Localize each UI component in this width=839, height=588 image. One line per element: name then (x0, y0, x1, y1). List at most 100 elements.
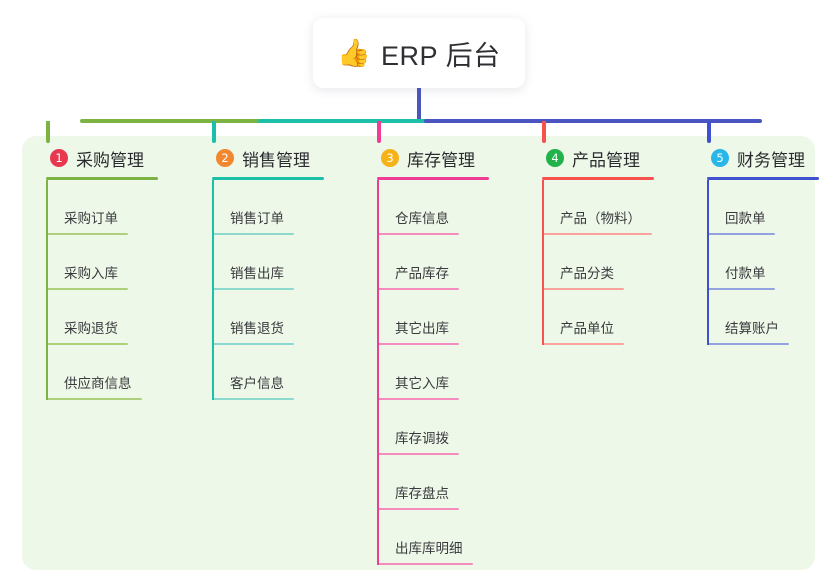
bus-segment-blue (424, 119, 762, 123)
branch-child-rule (212, 288, 294, 290)
branch-child-label: 销售出库 (230, 266, 284, 281)
branch-child-rule (377, 288, 459, 290)
branch-title: 销售管理 (242, 150, 310, 170)
branch-title: 产品管理 (572, 150, 640, 170)
branch-number-badge: 5 (711, 149, 729, 167)
branch-child-item[interactable]: 付款单 (697, 235, 817, 290)
branch-spine (377, 180, 379, 565)
branch-child-label: 产品（物料） (560, 211, 641, 226)
branch-children: 销售订单销售出库销售退货客户信息 (202, 180, 352, 400)
branch-child-rule (542, 288, 624, 290)
branch-header-rule (707, 177, 819, 180)
branch-child-item[interactable]: 产品分类 (532, 235, 682, 290)
branch-child-item[interactable]: 产品单位 (532, 290, 682, 345)
branch-child-label: 其它出库 (395, 321, 449, 336)
drop-connector-1 (46, 121, 50, 143)
branch-child-label: 出库库明细 (395, 541, 463, 556)
diagram-panel (22, 136, 815, 570)
branch-title: 库存管理 (407, 150, 475, 170)
branch-child-item[interactable]: 采购退货 (36, 290, 186, 345)
branch-child-rule (542, 343, 624, 345)
branch-child-rule (46, 343, 128, 345)
branch-child-label: 销售退货 (230, 321, 284, 336)
branch-child-label: 产品库存 (395, 266, 449, 281)
branch-column-1: 1 采购管理采购订单采购入库采购退货供应商信息 (36, 145, 186, 400)
branch-header-rule (46, 177, 158, 180)
branch-header-rule (377, 177, 489, 180)
branch-child-rule (377, 398, 459, 400)
branch-spine (707, 180, 709, 345)
branch-child-label: 付款单 (725, 266, 766, 281)
branch-child-item[interactable]: 供应商信息 (36, 345, 186, 400)
branch-column-3: 3 库存管理仓库信息产品库存其它出库其它入库库存调拨库存盘点出库库明细 (367, 145, 517, 565)
branch-child-item[interactable]: 其它入库 (367, 345, 517, 400)
root-stem-connector (417, 88, 421, 122)
branch-child-item[interactable]: 客户信息 (202, 345, 352, 400)
branch-children: 仓库信息产品库存其它出库其它入库库存调拨库存盘点出库库明细 (367, 180, 517, 565)
branch-spine (212, 180, 214, 400)
branch-child-item[interactable]: 库存调拨 (367, 400, 517, 455)
branch-number-badge: 2 (216, 149, 234, 167)
drop-connector-4 (542, 121, 546, 143)
branch-child-item[interactable]: 库存盘点 (367, 455, 517, 510)
branch-child-rule (212, 233, 294, 235)
branch-number-badge: 1 (50, 149, 68, 167)
branch-child-item[interactable]: 回款单 (697, 180, 817, 235)
branch-child-label: 回款单 (725, 211, 766, 226)
branch-child-item[interactable]: 仓库信息 (367, 180, 517, 235)
bus-segment-teal (258, 119, 430, 123)
branch-spine (46, 180, 48, 400)
branch-child-rule (377, 563, 473, 565)
branch-child-rule (377, 508, 459, 510)
branch-title: 采购管理 (76, 150, 144, 170)
branch-child-item[interactable]: 采购入库 (36, 235, 186, 290)
branch-spine (542, 180, 544, 345)
branch-number-badge: 3 (381, 149, 399, 167)
branch-header-rule (212, 177, 324, 180)
branch-child-item[interactable]: 销售出库 (202, 235, 352, 290)
branch-child-label: 其它入库 (395, 376, 449, 391)
branch-child-rule (707, 343, 789, 345)
branch-column-2: 2 销售管理销售订单销售出库销售退货客户信息 (202, 145, 352, 400)
branch-child-label: 供应商信息 (64, 376, 132, 391)
branch-child-label: 库存调拨 (395, 431, 449, 446)
branch-child-item[interactable]: 销售退货 (202, 290, 352, 345)
branch-header-rule (542, 177, 654, 180)
branch-child-rule (707, 288, 775, 290)
branch-child-rule (542, 233, 652, 235)
branch-child-item[interactable]: 出库库明细 (367, 510, 517, 565)
branch-child-label: 库存盘点 (395, 486, 449, 501)
branch-number-badge: 4 (546, 149, 564, 167)
root-node-label: ERP 后台 (381, 40, 501, 71)
branch-header-2[interactable]: 2 销售管理 (202, 145, 352, 171)
branch-child-item[interactable]: 结算账户 (697, 290, 817, 345)
branch-child-label: 产品单位 (560, 321, 614, 336)
root-node[interactable]: 👍 ERP 后台 (313, 18, 525, 88)
branch-children: 采购订单采购入库采购退货供应商信息 (36, 180, 186, 400)
branch-child-item[interactable]: 采购订单 (36, 180, 186, 235)
branch-child-rule (46, 398, 142, 400)
branch-child-rule (46, 233, 128, 235)
thumbs-up-icon: 👍 (337, 37, 372, 68)
branch-header-3[interactable]: 3 库存管理 (367, 145, 517, 171)
branch-child-item[interactable]: 产品库存 (367, 235, 517, 290)
branch-child-item[interactable]: 产品（物料） (532, 180, 682, 235)
branch-child-label: 结算账户 (725, 321, 779, 336)
branch-child-item[interactable]: 销售订单 (202, 180, 352, 235)
branch-header-4[interactable]: 4 产品管理 (532, 145, 682, 171)
branch-column-4: 4 产品管理产品（物料） 产品分类产品单位 (532, 145, 682, 345)
branch-child-rule (212, 343, 294, 345)
branch-child-label: 产品分类 (560, 266, 614, 281)
branch-child-rule (377, 343, 459, 345)
branch-child-rule (707, 233, 775, 235)
branch-child-label: 采购退货 (64, 321, 118, 336)
branch-child-label: 仓库信息 (395, 211, 449, 226)
branch-child-rule (46, 288, 128, 290)
drop-connector-2 (212, 121, 216, 143)
branch-child-item[interactable]: 其它出库 (367, 290, 517, 345)
branch-header-1[interactable]: 1 采购管理 (36, 145, 186, 171)
branch-child-label: 客户信息 (230, 376, 284, 391)
drop-connector-3 (377, 121, 381, 143)
